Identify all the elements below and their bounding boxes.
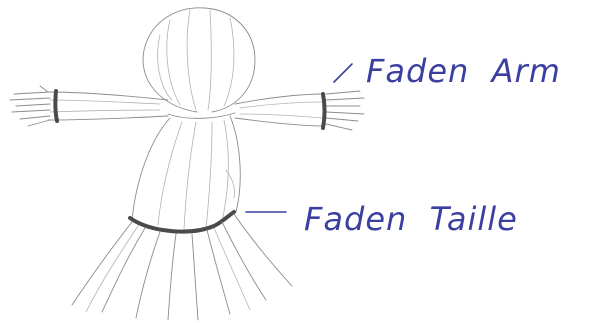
left-arm-thread: [55, 91, 57, 121]
right-arm-thread: [323, 94, 325, 128]
doll-torso: [132, 116, 240, 230]
doll-head: [143, 8, 255, 112]
arm-thread-label: Faden Arm: [366, 52, 561, 90]
left-arm: [10, 86, 168, 126]
right-arm: [235, 91, 364, 130]
arm-thread-pointer: [334, 64, 352, 82]
waist-thread: [130, 212, 234, 232]
waist-thread-label: Faden Taille: [304, 200, 518, 238]
neck-tie: [168, 113, 235, 118]
